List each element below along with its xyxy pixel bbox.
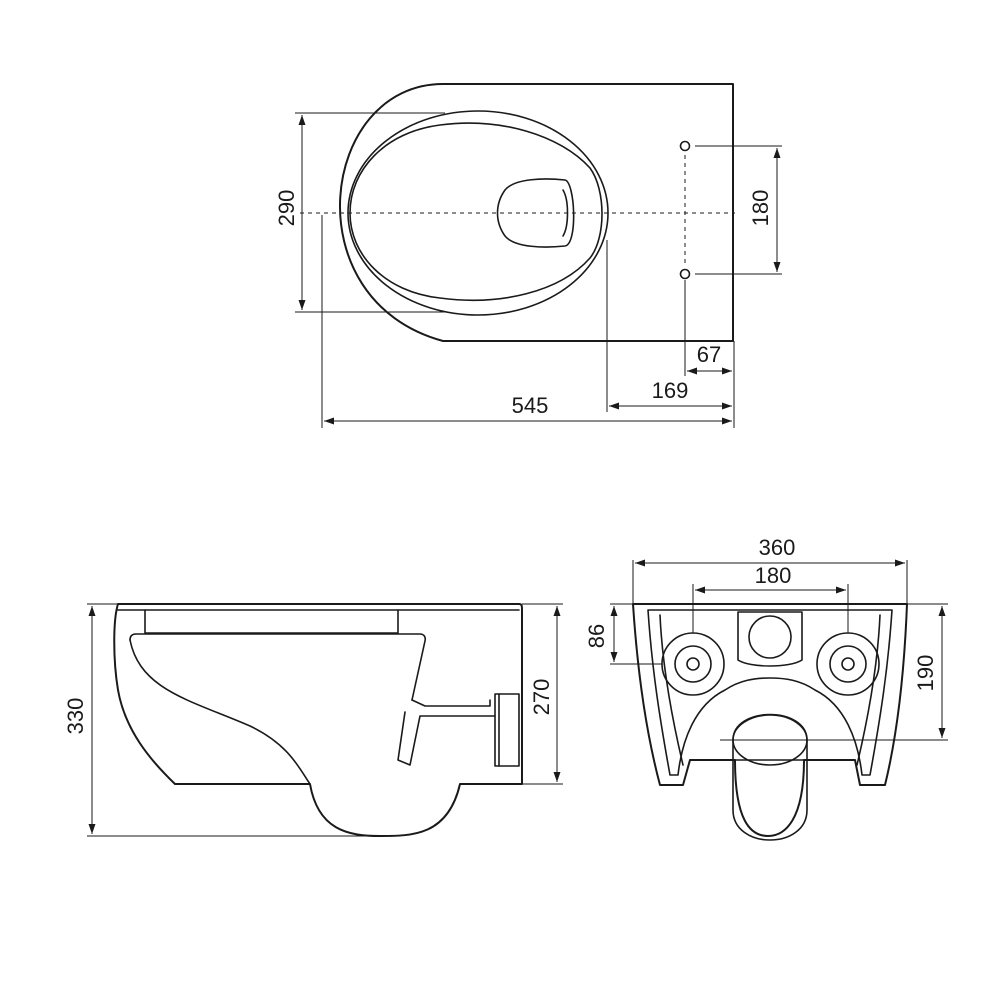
side-view-bowl-curve <box>129 639 311 785</box>
dim-label-190: 190 <box>913 655 938 692</box>
top-view-bolt-hole-lower <box>679 268 691 280</box>
top-view-outline <box>338 83 734 342</box>
side-view-seat <box>144 609 399 634</box>
rear-view-outlet-pipe <box>732 713 808 841</box>
rear-view-outline <box>632 603 908 837</box>
rear-view: 360 180 86 190 <box>584 535 948 841</box>
dim-label-290: 290 <box>274 190 299 227</box>
top-view: 290 180 67 169 545 <box>274 83 782 428</box>
side-view-outlet <box>494 693 520 767</box>
dim-label-67: 67 <box>697 342 721 367</box>
side-view-trap <box>411 699 491 707</box>
dim-label-180-top: 180 <box>748 190 773 227</box>
dim-label-169: 169 <box>652 378 689 403</box>
dim-label-86: 86 <box>584 624 609 648</box>
top-view-outlet <box>496 178 575 248</box>
side-view: 330 270 <box>63 603 563 837</box>
top-view-bowl <box>349 122 603 301</box>
dim-label-180-rear: 180 <box>755 563 792 588</box>
rear-view-top-recess <box>737 611 803 667</box>
rear-view-inlet <box>748 615 792 659</box>
dim-label-270: 270 <box>529 679 554 716</box>
rear-view-bolt-left <box>661 632 725 696</box>
top-view-bolt-hole-upper <box>679 140 691 152</box>
side-view-outline <box>113 603 523 837</box>
rear-view-inner-cavity <box>647 609 893 776</box>
dim-label-545: 545 <box>512 393 549 418</box>
dim-label-330: 330 <box>63 698 88 735</box>
rear-view-inner-lines <box>659 614 881 766</box>
dim-label-360: 360 <box>759 535 796 560</box>
rear-view-bolt-right <box>816 632 880 696</box>
side-view-trapway <box>397 711 496 766</box>
side-view-seat-lower <box>129 633 427 701</box>
